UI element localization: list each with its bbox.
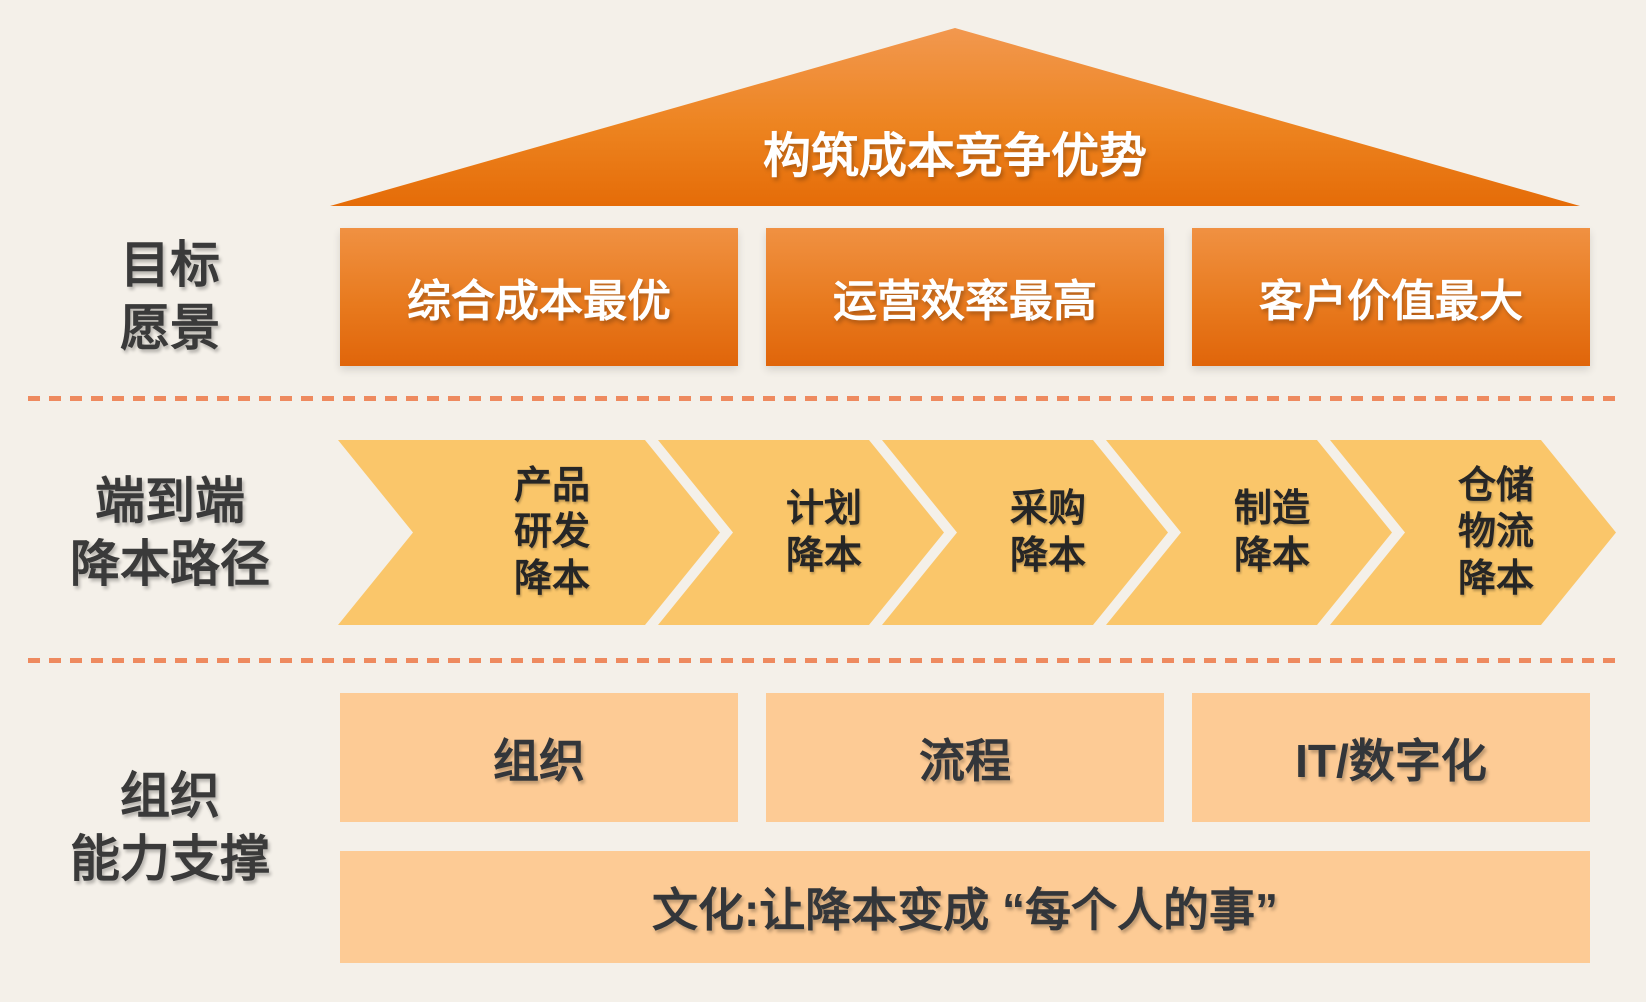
roof-triangle: 构筑成本竞争优势 — [330, 28, 1580, 206]
goal-box-row: 综合成本最优 运营效率最高 客户价值最大 — [340, 228, 1590, 366]
chevron-product-rnd: 产品 研发 降本 — [338, 440, 720, 625]
support-box-row: 组织 流程 IT/数字化 — [340, 693, 1590, 822]
support-box-it-digital: IT/数字化 — [1192, 693, 1590, 822]
chevron-label: 计划 降本 — [785, 488, 862, 577]
roof-title: 构筑成本竞争优势 — [762, 130, 1147, 183]
support-box-process: 流程 — [766, 693, 1164, 822]
row-label-end-to-end-path: 端到端 降本路径 — [70, 472, 270, 592]
chevron-label: 仓储 物流 降本 — [1457, 464, 1534, 600]
chevron-label: 制造 降本 — [1233, 488, 1310, 577]
chevron-arrow-row: 产品 研发 降本 计划 降本 采购 降本 制造 降本 仓储 物流 降本 — [338, 440, 1600, 625]
culture-banner: 文化:让降本变成 “每个人的事” — [340, 851, 1590, 963]
row-label-goals-vision: 目标 愿景 — [120, 237, 220, 356]
goal-box-customer-value-max: 客户价值最大 — [1192, 228, 1590, 366]
goal-box-cost-optimal: 综合成本最优 — [340, 228, 738, 366]
chevron-label: 产品 研发 降本 — [513, 464, 590, 600]
goal-box-efficiency-highest: 运营效率最高 — [766, 228, 1164, 366]
row-label-org-capability: 组织 能力支撑 — [70, 768, 270, 887]
dashed-divider-top — [28, 396, 1620, 401]
support-box-organization: 组织 — [340, 693, 738, 822]
chevron-label: 采购 降本 — [1009, 488, 1086, 577]
dashed-divider-bottom — [28, 658, 1620, 663]
